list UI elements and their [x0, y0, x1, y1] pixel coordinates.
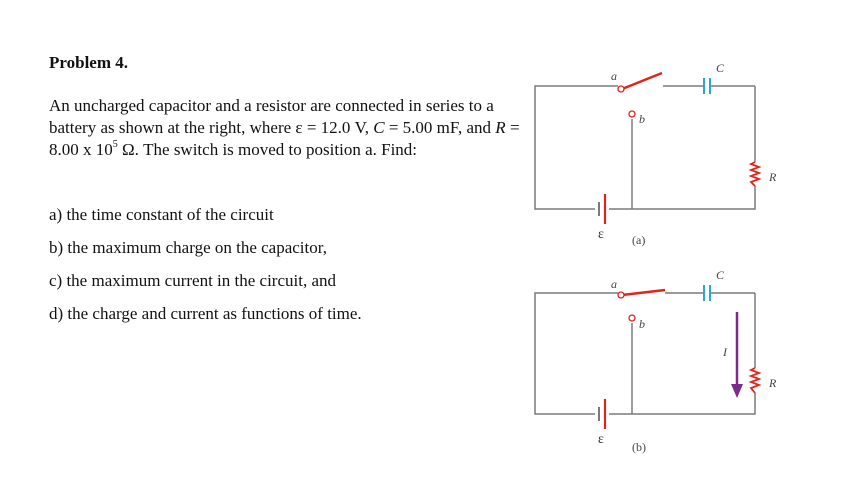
resistor-b-label: R [768, 376, 777, 390]
battery-b-emf-label: ε [598, 432, 604, 447]
switch-b-pos-a-label: a [611, 277, 617, 291]
resistance-symbol: R [495, 118, 506, 137]
capacitor-b-label: C [716, 268, 725, 282]
resistor-b [748, 367, 762, 394]
current-label: I [722, 345, 728, 359]
capacitor-b [703, 285, 711, 301]
statement-text-3: = 8.00 x 10 [49, 118, 520, 159]
problem-statement: An uncharged capacitor and a resistor ar… [49, 95, 529, 161]
switch-a-pos-b-label: b [639, 112, 645, 126]
statement-text-2: = 5.00 mF, and [384, 118, 496, 137]
capacitance-symbol: C [373, 118, 385, 137]
battery-b [598, 399, 607, 429]
figure-a-caption: (a) [632, 233, 645, 247]
current-arrow [731, 312, 743, 398]
switch-b-pos-b-label: b [639, 317, 645, 331]
circuit-b: a b C R I ε (b) [534, 268, 777, 454]
capacitor-a [703, 78, 711, 94]
problem-title: Problem 4. [49, 53, 129, 72]
circuit-a: a b C R ε (a) [534, 61, 777, 247]
resistor-a-label: R [768, 170, 777, 184]
circuit-diagram: a b C R ε (a) [534, 61, 777, 454]
figure-b-caption: (b) [632, 440, 646, 454]
question-b: b) the maximum charge on the capacitor, [49, 238, 327, 257]
statement-text-4: Ω. The switch is moved to position a. Fi… [117, 140, 418, 159]
question-a: a) the time constant of the circuit [49, 205, 274, 224]
circuit-b-wires [534, 292, 756, 415]
question-c: c) the maximum current in the circuit, a… [49, 271, 337, 290]
battery-a [598, 194, 607, 224]
capacitor-a-label: C [716, 61, 725, 75]
exponent: 5 [112, 139, 118, 151]
resistor-a [748, 161, 762, 187]
switch-a [617, 71, 663, 118]
statement-text-1: An uncharged capacitor and a resistor ar… [49, 96, 494, 137]
switch-b [617, 288, 666, 322]
switch-a-pos-a-label: a [611, 69, 617, 83]
circuit-a-wires [534, 85, 756, 210]
battery-a-emf-label: ε [598, 227, 604, 242]
question-d: d) the charge and current as functions o… [49, 304, 362, 323]
